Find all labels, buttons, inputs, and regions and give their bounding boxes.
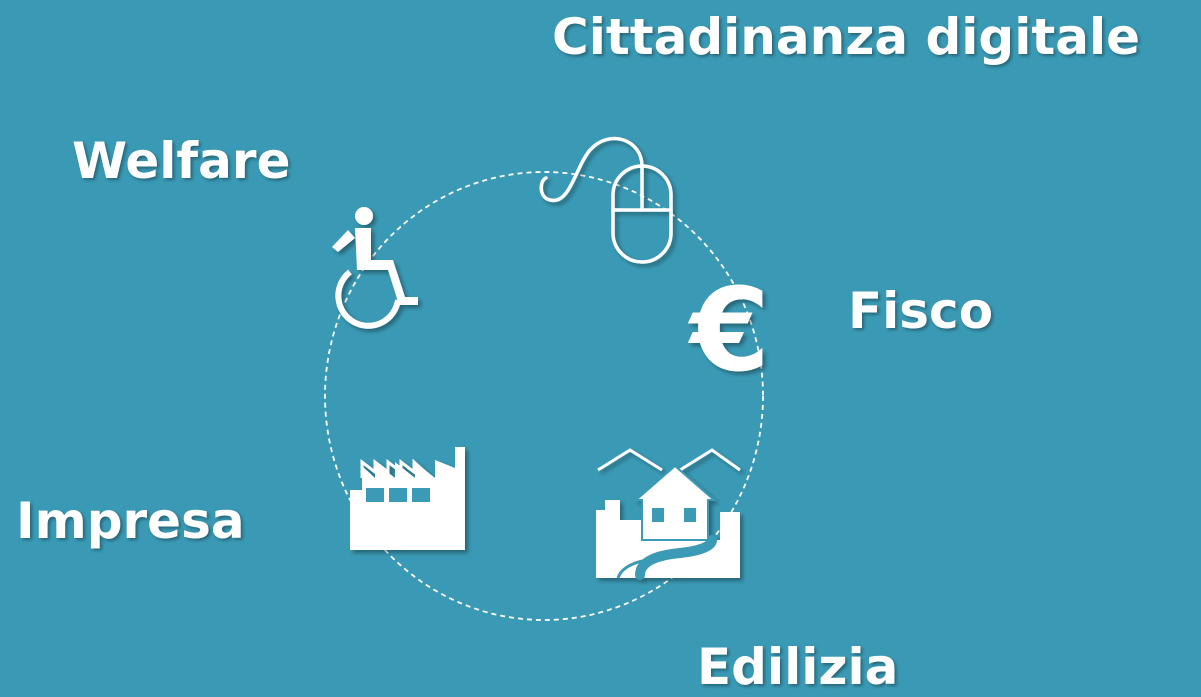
euro-icon: € [687, 264, 770, 398]
dashed-cycle-ring [324, 171, 764, 621]
wheelchair-icon [332, 207, 418, 329]
label-cittadinanza-digitale: Cittadinanza digitale [552, 8, 1141, 66]
svg-text:€: € [687, 264, 770, 398]
houses-icon [596, 448, 741, 580]
computer-mouse-icon [539, 136, 673, 264]
label-impresa: Impresa [16, 492, 245, 550]
label-edilizia: Edilizia [697, 638, 899, 696]
label-fisco: Fisco [848, 282, 994, 340]
label-welfare: Welfare [72, 132, 291, 190]
factory-icon [350, 447, 465, 550]
